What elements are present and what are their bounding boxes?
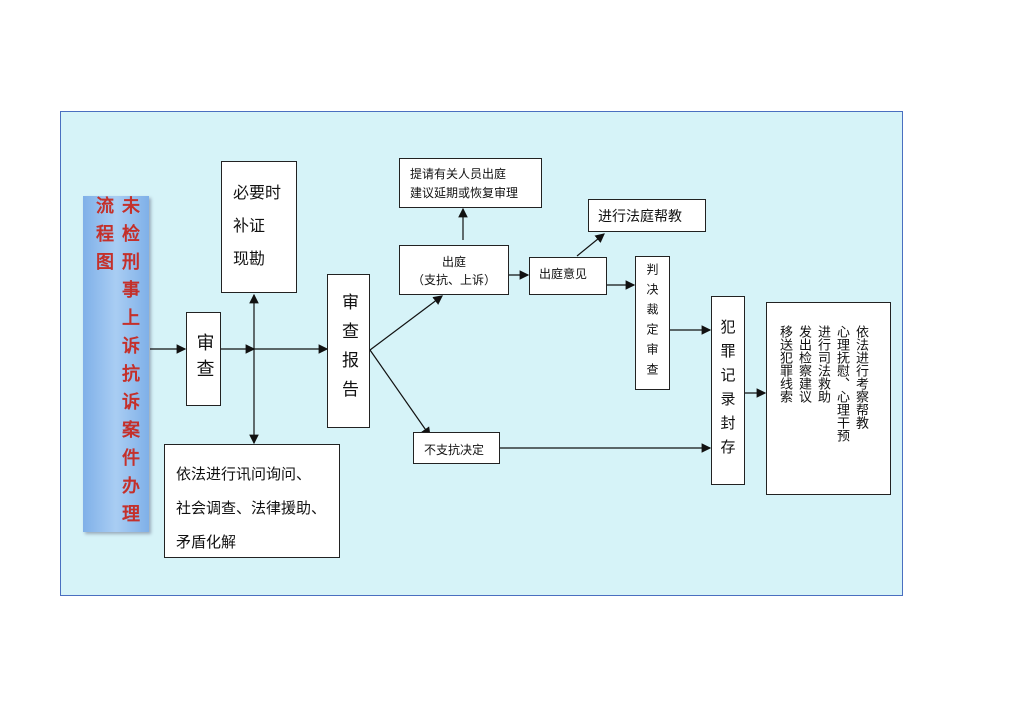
procedures-line: 社会调查、法律援助、 (176, 499, 327, 517)
procedures-line: 矛盾化解 (176, 533, 237, 551)
followup-line: 发出检察建议 (796, 325, 811, 403)
supplement-line: 必要时 (233, 183, 282, 202)
followup-line: 移送犯罪线索 (777, 325, 792, 403)
followup-line: 进行司法救助 (815, 325, 830, 403)
no-protest-box: 不支抗决定 (413, 432, 500, 464)
request-box: 提请有关人员出庭 建议延期或恢复审理 (399, 158, 542, 208)
court-education-box: 进行法庭帮教 (588, 199, 706, 232)
followup-line: 依法进行考察帮教 (853, 325, 868, 429)
procedures-box: 依法进行讯问询问、 社会调查、法律援助、 矛盾化解 (164, 444, 340, 558)
court-box: 出庭 （支抗、上诉） (399, 245, 509, 295)
supplement-line: 补证 (233, 216, 266, 235)
diagram-title: 未检刑事上诉抗诉案件办理流程图 (83, 196, 149, 532)
followup-line: 心理抚慰、心理干预 (834, 325, 849, 442)
supplement-box: 必要时 补证 现勘 (221, 161, 297, 293)
request-line: 提请有关人员出庭 (410, 167, 507, 181)
court-line: 出庭 (441, 255, 466, 269)
judgment-review-box: 判决裁定审查 (635, 256, 670, 390)
report-box: 审查报告 (327, 274, 370, 428)
record-seal-box: 犯罪记录封存 (711, 296, 745, 485)
supplement-line: 现勘 (233, 249, 266, 268)
review-box: 审查 (186, 312, 221, 406)
court-opinion-box: 出庭意见 (529, 257, 607, 295)
court-line: （支抗、上诉） (411, 273, 496, 287)
request-line: 建议延期或恢复审理 (410, 186, 519, 200)
followup-box: 依法进行考察帮教 心理抚慰、心理干预 进行司法救助 发出检察建议 移送犯罪线索 (766, 302, 891, 495)
procedures-line: 依法进行讯问询问、 (176, 465, 312, 483)
